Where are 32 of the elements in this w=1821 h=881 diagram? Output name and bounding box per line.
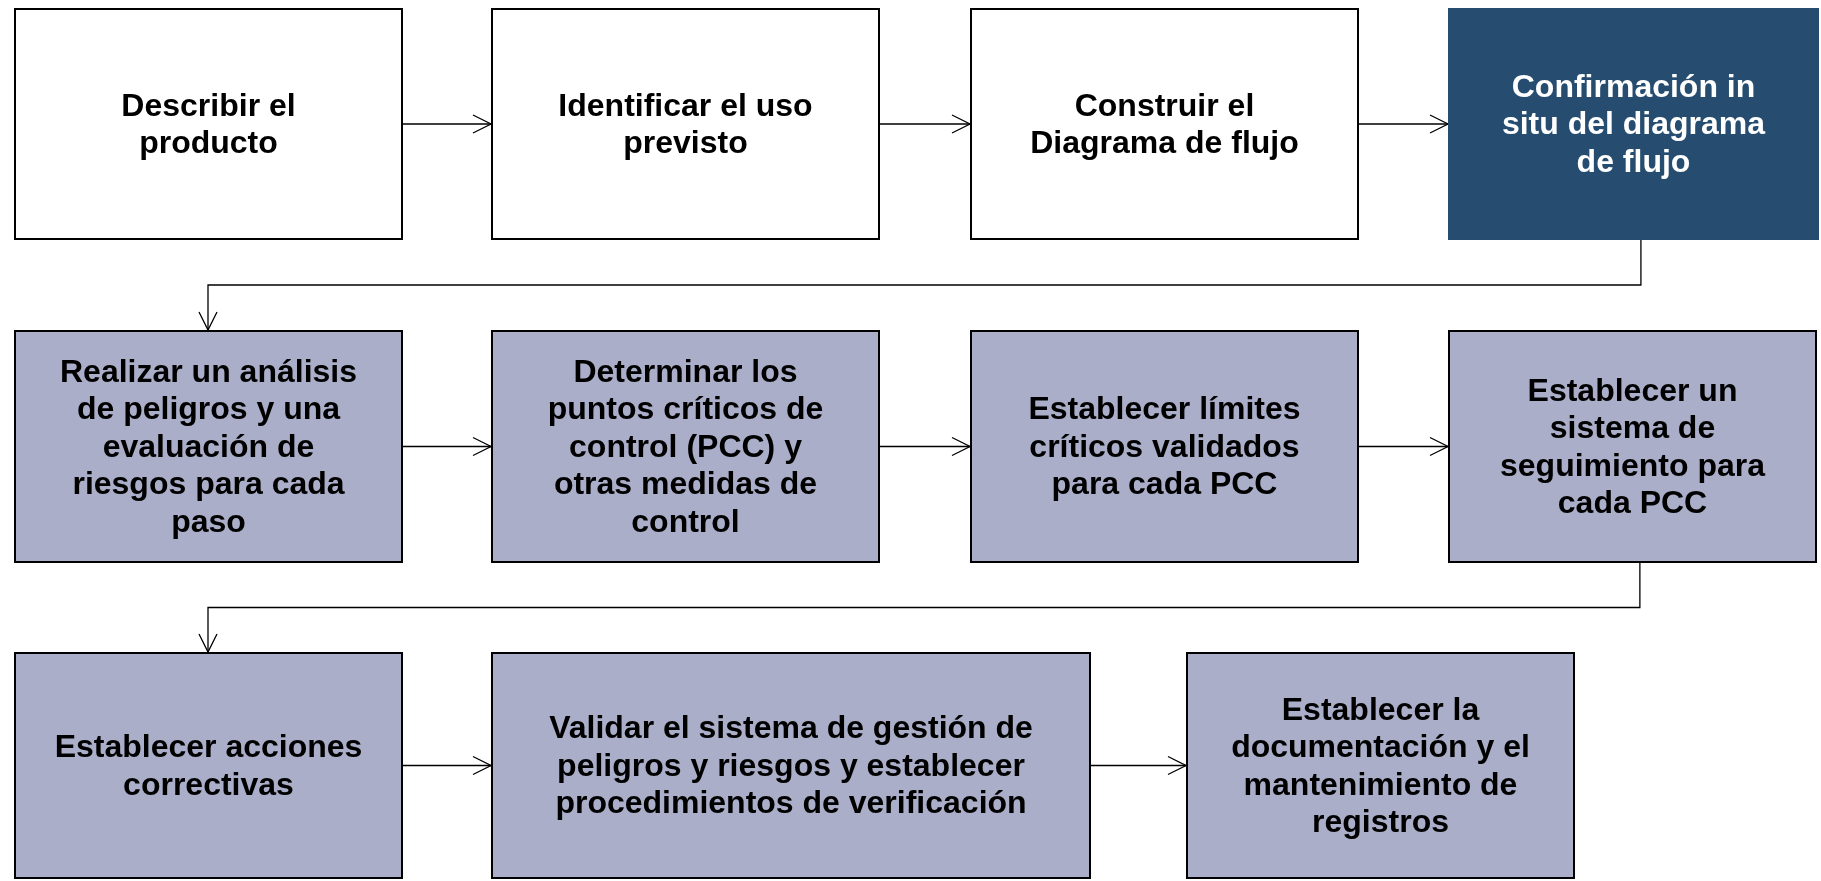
process-box <box>491 8 880 240</box>
process-box <box>970 8 1359 240</box>
process-box <box>491 330 880 563</box>
step-text: Establecer límites críticos validados para cada PCC <box>1027 390 1302 503</box>
step-text: Describir el producto <box>120 86 297 162</box>
process-box <box>1186 652 1575 879</box>
process-box <box>1448 330 1817 563</box>
arrow <box>879 436 971 457</box>
arrow <box>198 239 1642 331</box>
step-text: Establecer la documentación y el mantenimiento de registros <box>1230 690 1531 841</box>
step-text: Determinar los puntos críticos de control (PCC) y otras medidas de control <box>546 352 825 541</box>
step-text: Establecer un sistema de seguimiento para cada PCC <box>1499 371 1767 522</box>
arrow <box>402 436 492 457</box>
process-box <box>970 330 1359 563</box>
arrow <box>402 114 492 134</box>
step-text: Identificar el uso previsto <box>557 86 814 162</box>
step-text: Establecer acciones correctivas <box>53 728 364 803</box>
arrow <box>879 114 971 134</box>
step-text: Realizar un análisis de peligros y una evaluación de riesgos para cada paso <box>59 352 358 541</box>
process-box <box>491 652 1091 879</box>
step-text: Validar el sistema de gestión de peligros y riesgos y establecer procedimientos de verificación <box>548 709 1034 822</box>
arrow <box>1358 436 1449 457</box>
step-text: Construir el Diagrama de flujo <box>1029 86 1300 162</box>
process-box <box>14 8 403 240</box>
arrow <box>1358 114 1449 134</box>
process-box <box>1448 8 1819 240</box>
arrow <box>402 755 492 776</box>
step-text: Confirmación in situ del diagrama de flujo <box>1500 67 1767 181</box>
process-box <box>14 652 403 879</box>
arrow <box>1090 755 1187 776</box>
arrow <box>198 562 1641 653</box>
process-box <box>14 330 403 563</box>
